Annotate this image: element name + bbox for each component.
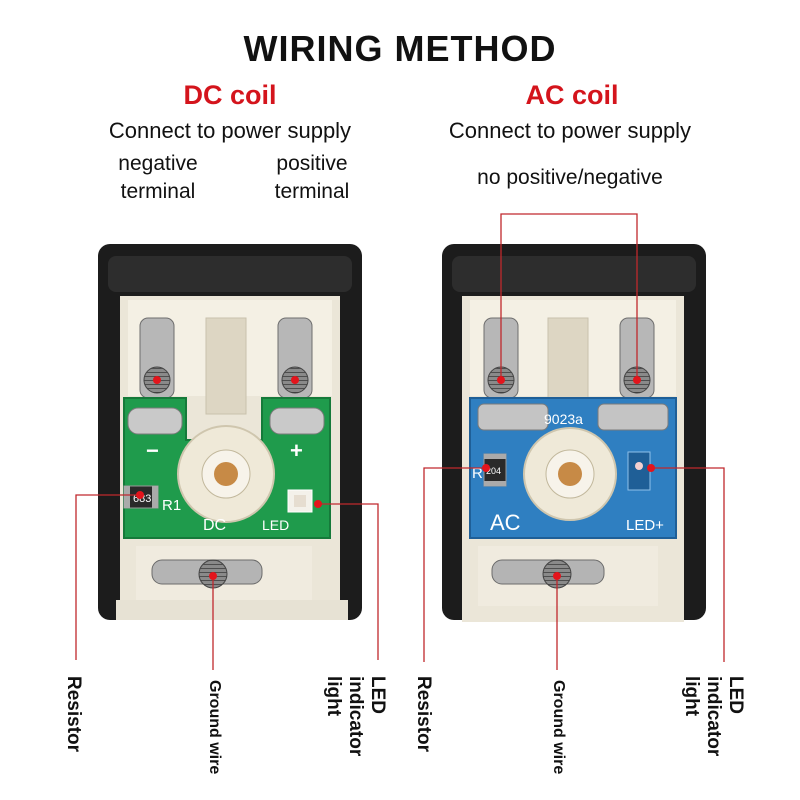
dc-positive-terminal-label: positive terminal [274, 152, 350, 203]
ac-connect-text: Connect to power supply [448, 118, 692, 143]
ac-ground-wire-label: Ground wire [550, 680, 567, 775]
dc-leader-lines [75, 494, 379, 670]
ac-resistor-label: Resistor [413, 676, 434, 753]
dc-board-r1: R1 [162, 497, 181, 514]
dc-board-led: LED [262, 517, 289, 533]
dc-board-minus: − [146, 438, 159, 463]
ac-board-r: R [472, 465, 483, 482]
dc-board-dc: DC [203, 517, 226, 534]
dc-connect-text: Connect to power supply [108, 118, 352, 143]
ground-screw-icon [151, 559, 263, 589]
dc-coil-heading: DC coil [183, 80, 277, 110]
screw-terminal-icon [139, 317, 175, 399]
ground-screw-icon [491, 559, 605, 589]
ac-board-ac: AC [490, 510, 521, 535]
screw-terminal-icon [277, 317, 313, 399]
ac-board-led: LED+ [626, 517, 664, 534]
dc-coil-connector: − + 683 R1 DC LED [98, 244, 362, 620]
ac-board-code: 9023a [544, 411, 583, 427]
ac-polarity-note: no positive/negative [477, 166, 663, 189]
led-icon [627, 451, 651, 491]
ac-resistor-code: 204 [486, 466, 501, 476]
ac-coil-heading: AC coil [525, 80, 619, 110]
dc-resistor-label: Resistor [63, 676, 84, 753]
page-title: WIRING METHOD [243, 28, 557, 69]
dc-negative-terminal-label: negative terminal [118, 152, 198, 203]
ac-leader-lines [423, 213, 725, 670]
ac-coil-connector: 9023a R 204 AC LED+ [442, 244, 706, 622]
led-icon [287, 489, 313, 513]
dc-led-label: LED indicator light [323, 676, 388, 757]
dc-board-plus: + [290, 438, 303, 463]
dc-ground-wire-label: Ground wire [206, 680, 223, 775]
ac-led-label: LED indicator light [681, 676, 746, 757]
